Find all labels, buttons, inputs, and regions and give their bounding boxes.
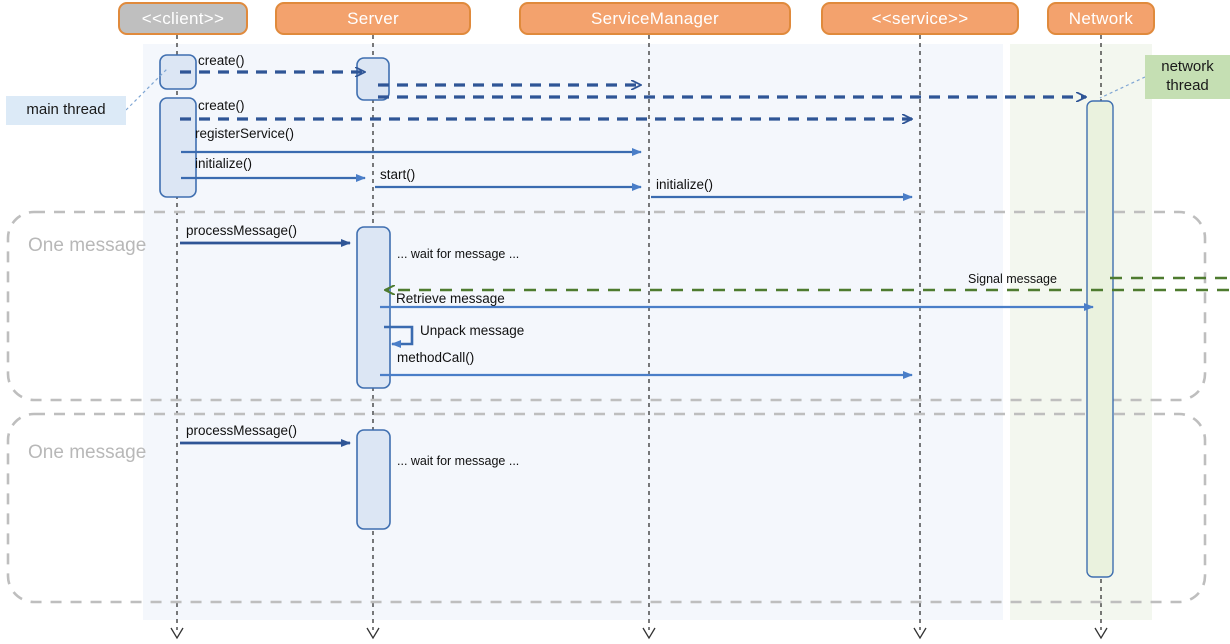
wait-label-1: ... wait for message ... xyxy=(397,247,520,261)
message-label-create-client-service: create() xyxy=(198,98,245,113)
server-activation-3 xyxy=(356,429,391,530)
wait-label-2: ... wait for message ... xyxy=(397,454,520,468)
participant-label-service: <<service>> xyxy=(871,8,969,28)
message-label-initialize-client-server: initialize() xyxy=(195,156,253,171)
lifeline-end-arrows xyxy=(170,627,1108,640)
message-label-start: start() xyxy=(380,167,416,182)
lifeline-arrow-server xyxy=(366,627,380,640)
fragment-1-label: One message xyxy=(28,235,147,256)
network-activation-1 xyxy=(1086,100,1114,578)
participant-label-server: Server xyxy=(347,8,399,28)
participant-header-servicemanager[interactable]: ServiceManager xyxy=(519,2,791,35)
message-label-unpack-message: Unpack message xyxy=(420,323,525,338)
activation-bars xyxy=(159,54,1114,578)
message-label-processmessage-1: processMessage() xyxy=(186,223,298,238)
participant-label-client: <<client>> xyxy=(141,8,225,28)
participant-label-servicemanager: ServiceManager xyxy=(591,8,719,28)
message-label-methodcall: methodCall() xyxy=(397,350,475,365)
fragment-2-label: One message xyxy=(28,442,147,463)
participant-label-network: Network xyxy=(1068,8,1134,28)
message-label-initialize-servicemanager-service: initialize() xyxy=(656,177,714,192)
client-activation-2 xyxy=(159,97,197,198)
note-main-thread: main thread xyxy=(6,96,126,125)
lifeline-arrow-network xyxy=(1094,627,1108,640)
messages xyxy=(180,72,1229,447)
server-activation-1 xyxy=(356,57,390,101)
lifeline-arrow-service xyxy=(913,627,927,640)
participant-header-server[interactable]: Server xyxy=(275,2,471,35)
thread-regions xyxy=(143,44,1152,620)
main-thread-note-connector xyxy=(125,67,169,111)
message-label-processmessage-2: processMessage() xyxy=(186,423,298,438)
message-label-registerservice: registerService() xyxy=(195,126,295,141)
message-label-create-client-server: create() xyxy=(198,53,245,68)
message-unpack-message xyxy=(384,325,414,348)
participant-header-service[interactable]: <<service>> xyxy=(821,2,1019,35)
lifeline-arrow-client xyxy=(170,627,184,640)
message-label-retrieve-message: Retrieve message xyxy=(396,291,505,306)
participant-header-client[interactable]: <<client>> xyxy=(118,2,248,35)
note-network-thread: network thread xyxy=(1145,55,1230,99)
note-network-thread-label: network thread xyxy=(1161,58,1214,94)
note-main-thread-label: main thread xyxy=(26,101,106,119)
network-thread-note-connector xyxy=(1099,76,1146,99)
lifeline-arrow-servicemanager xyxy=(642,627,656,640)
participant-header-network[interactable]: Network xyxy=(1047,2,1155,35)
message-label-signal-message: Signal message xyxy=(968,272,1057,286)
network-thread-region xyxy=(1010,44,1152,620)
main-thread-region xyxy=(143,44,1003,620)
note-connectors xyxy=(125,67,1146,111)
client-activation-1 xyxy=(159,54,197,90)
